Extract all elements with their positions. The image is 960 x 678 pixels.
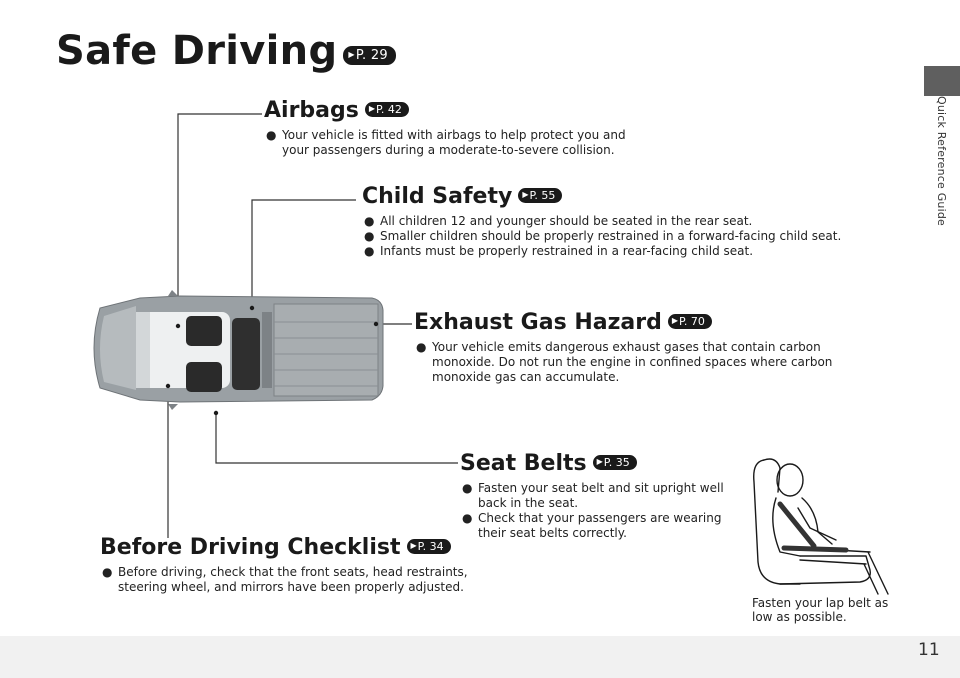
arrow-right-icon: ▶: [671, 316, 678, 325]
list-item: ●Fasten your seat belt and sit upright w…: [462, 481, 724, 511]
seated-person-illustration: [753, 458, 889, 595]
bullet-icon: ●: [416, 340, 427, 355]
bullet-icon: ●: [266, 128, 277, 143]
page-title-text: Safe Driving: [56, 28, 338, 74]
exhaust-bullets: ●Your vehicle emits dangerous exhaust ga…: [414, 340, 854, 385]
list-item: ●Your vehicle is fitted with airbags to …: [266, 128, 626, 158]
title-page-ref-link[interactable]: ▶P. 29: [343, 45, 396, 65]
page-title: Safe Driving▶P. 29: [56, 28, 396, 74]
arrow-right-icon: ▶: [522, 190, 529, 199]
airbags-heading: Airbags▶P. 42: [264, 98, 636, 124]
exhaust-page-ref-link[interactable]: ▶P. 70: [667, 313, 712, 329]
bullet-icon: ●: [364, 244, 375, 259]
airbags-section: Airbags▶P. 42 ●Your vehicle is fitted wi…: [264, 98, 636, 158]
seat-belts-section: Seat Belts▶P. 35 ●Fasten your seat belt …: [460, 451, 732, 541]
child-safety-leader-line: [251, 199, 356, 308]
pickup-truck-illustration: [93, 290, 384, 410]
seat-belts-page-ref-link[interactable]: ▶P. 35: [592, 454, 637, 470]
seat-belt-caption: Fasten your lap belt as low as possible.: [752, 596, 889, 624]
bullet-icon: ●: [102, 565, 113, 580]
airbags-leader-line: [177, 113, 262, 326]
arrow-right-icon: ▶: [348, 50, 355, 59]
chapter-side-label: Quick Reference Guide: [935, 96, 948, 226]
list-item: ●Infants must be properly restrained in …: [364, 244, 754, 259]
exhaust-section: Exhaust Gas Hazard▶P. 70 ●Your vehicle e…: [414, 310, 854, 385]
checklist-bullets: ●Before driving, check that the front se…: [100, 565, 484, 595]
child-safety-page-ref-link[interactable]: ▶P. 55: [518, 187, 563, 203]
list-item: ●All children 12 and younger should be s…: [364, 214, 753, 229]
child-safety-heading: Child Safety▶P. 55: [362, 184, 852, 210]
list-item: ●Your vehicle emits dangerous exhaust ga…: [416, 340, 833, 385]
seat-belts-heading: Seat Belts▶P. 35: [460, 451, 732, 477]
arrow-right-icon: ▶: [410, 541, 417, 550]
list-item: ●Check that your passengers are wearing …: [462, 511, 722, 541]
bullet-icon: ●: [364, 214, 375, 229]
list-item: ●Before driving, check that the front se…: [102, 565, 468, 595]
checklist-section: Before Driving Checklist▶P. 34 ●Before d…: [100, 535, 484, 595]
bullet-icon: ●: [462, 481, 473, 496]
seat-belts-leader-line: [215, 413, 458, 464]
arrow-right-icon: ▶: [368, 104, 376, 113]
bullet-icon: ●: [364, 229, 375, 244]
airbags-bullets: ●Your vehicle is fitted with airbags to …: [264, 128, 636, 158]
checklist-page-ref-link[interactable]: ▶P. 34: [406, 538, 451, 554]
list-item: ●Smaller children should be properly res…: [364, 229, 842, 244]
child-safety-bullets: ●All children 12 and younger should be s…: [362, 214, 852, 259]
exhaust-heading: Exhaust Gas Hazard▶P. 70: [414, 310, 854, 336]
seat-belts-bullets: ●Fasten your seat belt and sit upright w…: [460, 481, 732, 541]
page-number: 11: [918, 640, 940, 660]
chapter-tab[interactable]: [924, 66, 960, 96]
airbags-page-ref-link[interactable]: ▶P. 42: [364, 101, 409, 117]
footer-band: [0, 636, 960, 678]
bullet-icon: ●: [462, 511, 473, 526]
checklist-heading: Before Driving Checklist▶P. 34: [100, 535, 484, 561]
arrow-right-icon: ▶: [596, 457, 603, 466]
child-safety-section: Child Safety▶P. 55 ●All children 12 and …: [362, 184, 852, 259]
